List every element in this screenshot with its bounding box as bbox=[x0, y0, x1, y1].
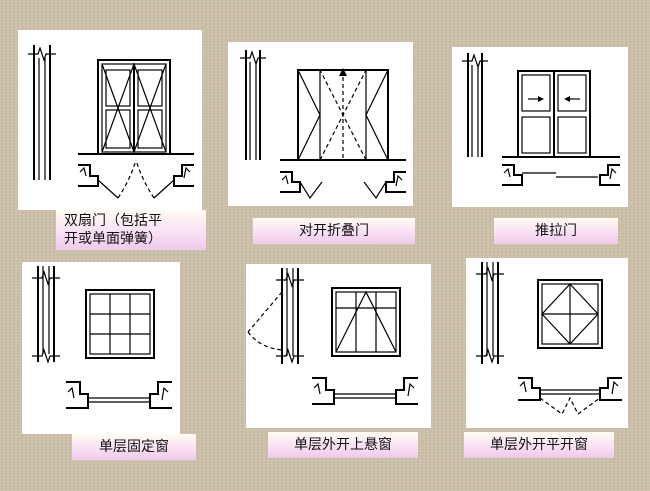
panel-single-casement-window bbox=[466, 258, 628, 428]
panel-double-leaf-door bbox=[18, 30, 202, 210]
double-leaf-door-label-line2: 开或单面弹簧） bbox=[64, 231, 162, 247]
single-fixed-window-label: 单层固定窗 bbox=[72, 434, 196, 460]
single-top-hung-window-drawing bbox=[247, 268, 418, 405]
single-fixed-window-drawing bbox=[32, 266, 172, 409]
bi-folding-door-drawing bbox=[240, 50, 406, 200]
sliding-door-drawing bbox=[462, 53, 620, 186]
double-leaf-door-label-line1: 双扇门（包括平 bbox=[64, 213, 162, 229]
sliding-door-label: 推拉门 bbox=[494, 218, 618, 244]
panel-single-top-hung-window bbox=[246, 264, 431, 428]
bi-folding-door-label: 对开折叠门 bbox=[253, 218, 415, 244]
panel-bi-folding-door bbox=[228, 42, 413, 206]
panel-sliding-door bbox=[452, 47, 628, 207]
double-leaf-door-label: 双扇门（包括平 开或单面弹簧） bbox=[56, 210, 206, 250]
single-top-hung-window-label: 单层外开上悬窗 bbox=[268, 432, 418, 458]
panel-single-fixed-window bbox=[22, 262, 180, 434]
single-casement-window-label: 单层外开平开窗 bbox=[464, 432, 614, 458]
single-casement-window-drawing bbox=[476, 262, 622, 415]
double-leaf-door-drawing bbox=[28, 45, 194, 199]
